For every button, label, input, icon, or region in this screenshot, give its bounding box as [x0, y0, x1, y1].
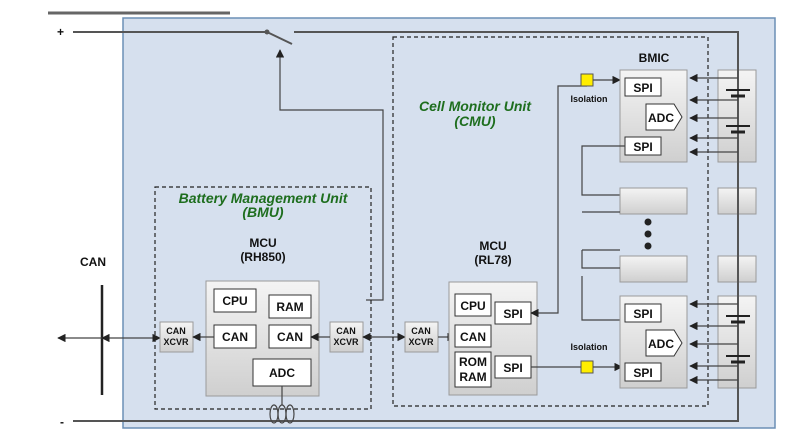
bmic-bottom-spi1-label: SPI [633, 307, 652, 321]
contactor-control-line [275, 49, 384, 301]
bmu-adc-block [252, 358, 312, 387]
ellipsis-dot [644, 230, 652, 238]
cmu-xcvr [404, 321, 439, 353]
cmu-rom-ram-block [454, 351, 492, 388]
bmu-cpu-label: CPU [222, 294, 247, 308]
isolation-top-icon [580, 73, 594, 87]
bmic-bottom-spi2-label: SPI [633, 366, 652, 380]
bmu-ram-block [268, 294, 312, 319]
current-sensor-coil-icon [269, 386, 295, 424]
bmic-top-spi2-label: SPI [633, 140, 652, 154]
minus-terminal: - [60, 415, 64, 429]
bmu-ram-label: RAM [276, 300, 303, 314]
cmu-cpu-block [454, 293, 492, 317]
bmic-middle-2 [619, 255, 688, 283]
contactor-switch [266, 31, 293, 45]
battery-cell-icon [726, 355, 750, 364]
plus-terminal: + [57, 25, 64, 39]
cmu-boundary [392, 36, 709, 407]
cmu-mcu-label: MCU [479, 239, 506, 253]
ellipsis-dot [644, 242, 652, 250]
bmic-title: BMIC [639, 51, 670, 65]
isolation-bottom-label: Isolation [570, 342, 607, 352]
bmu-xcvr-left-line2: XCVR [163, 337, 189, 347]
bmic-top-adc-block [645, 103, 683, 131]
cmu-spi-bottom-label: SPI [503, 361, 522, 375]
bmic-middle-1 [619, 187, 688, 215]
bmu-mcu-model: (RH850) [240, 250, 285, 264]
cmu-mcu-model: (RL78) [474, 253, 511, 267]
bmic-top-daisy-chain [581, 145, 625, 196]
battery-stack [717, 62, 757, 395]
battery-cell-icon [726, 89, 750, 98]
bmu-title: Battery Management Unit [179, 190, 349, 206]
bmu-xcvr-right-line2: XCVR [333, 337, 359, 347]
bmic-bottom-spi2-block [624, 362, 662, 382]
bmu-cpu-block [213, 288, 257, 313]
bmic-bottom-adc-block [645, 329, 683, 357]
bmu-xcvr-left-line1: CAN [166, 326, 186, 336]
bmu-xcvr-right-line1: CAN [336, 326, 356, 336]
bmu-subtitle: (BMU) [242, 204, 284, 220]
cmu-spi-top-label: SPI [503, 307, 522, 321]
spi-return-line [530, 85, 587, 318]
bmic-top-spi1-label: SPI [633, 81, 652, 95]
plus-rail-right [294, 31, 739, 62]
bmic-bottom-adc-label: ADC [648, 337, 674, 351]
cmu-can-label: CAN [460, 330, 486, 344]
battery-cell-icon [726, 315, 750, 324]
can-bus-label: CAN [80, 255, 106, 269]
cmu-ram-label: RAM [459, 370, 486, 384]
ellipsis-dot [644, 218, 652, 226]
cmu-xcvr-line1: CAN [411, 326, 431, 336]
bmu-adc-label: ADC [269, 366, 295, 380]
bmu-mcu-label: MCU [249, 236, 276, 250]
cmu-title: Cell Monitor Unit [419, 98, 532, 114]
cmu-can-block [454, 324, 492, 348]
cmu-xcvr-line2: XCVR [408, 337, 434, 347]
bmu-boundary [154, 186, 372, 410]
isolation-top-label: Isolation [570, 94, 607, 104]
cmu-subtitle: (CMU) [454, 113, 496, 129]
cmu-rom-label: ROM [459, 355, 487, 369]
bmic-top-spi1-block [624, 77, 662, 97]
minus-rail [73, 395, 739, 422]
isolation-bottom-icon [580, 360, 594, 374]
bmic-top-adc-label: ADC [648, 111, 674, 125]
bmic-bottom-spi1-block [624, 303, 662, 323]
bmic-bottom-daisy-chain [581, 249, 620, 321]
bmu-xcvr-right [329, 321, 364, 353]
cmu-cpu-label: CPU [460, 299, 485, 313]
bmu-can-left-label: CAN [222, 330, 248, 344]
cell-sense-lines [689, 73, 738, 385]
bmu-can-right-label: CAN [277, 330, 303, 344]
battery-cell-icon [726, 125, 750, 134]
